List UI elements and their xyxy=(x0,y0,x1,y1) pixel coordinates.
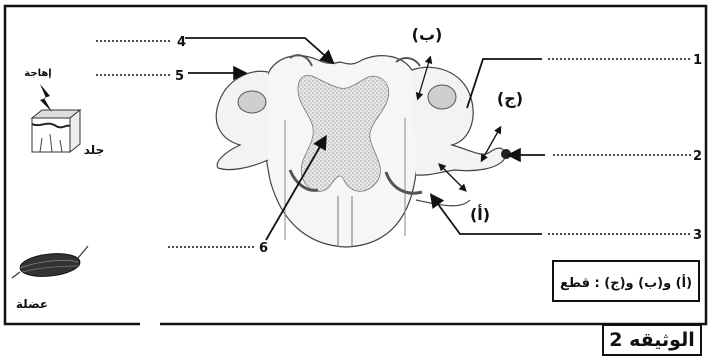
right-ganglion xyxy=(428,85,456,109)
stimulus-bolt-icon xyxy=(40,84,52,112)
stimulus-label: إهاجة xyxy=(24,68,51,79)
skin-block xyxy=(32,110,80,152)
number-label-6: 6 xyxy=(259,241,268,256)
left-ganglion xyxy=(238,91,266,113)
skin-label: جلد xyxy=(84,143,104,157)
number-label-5: 5 xyxy=(175,69,184,84)
number-label-1: 1 xyxy=(693,53,702,68)
muscle-drawing xyxy=(12,246,88,279)
document-title: الوثيقه 2 xyxy=(602,324,702,356)
cut-note-text: (أ) و(ب) و(ج) : قطع xyxy=(560,274,692,291)
letter-label-b: (ب) xyxy=(412,25,443,44)
letter-label-a: (أ) xyxy=(470,204,490,224)
letter-label-c: (ج) xyxy=(497,89,523,108)
number-label-2: 2 xyxy=(693,149,702,164)
nerve-junction xyxy=(501,149,511,159)
muscle-label: عضلة xyxy=(16,297,48,311)
spinal-cord-section xyxy=(262,56,420,247)
number-label-4: 4 xyxy=(177,35,186,50)
number-label-3: 3 xyxy=(693,228,702,243)
